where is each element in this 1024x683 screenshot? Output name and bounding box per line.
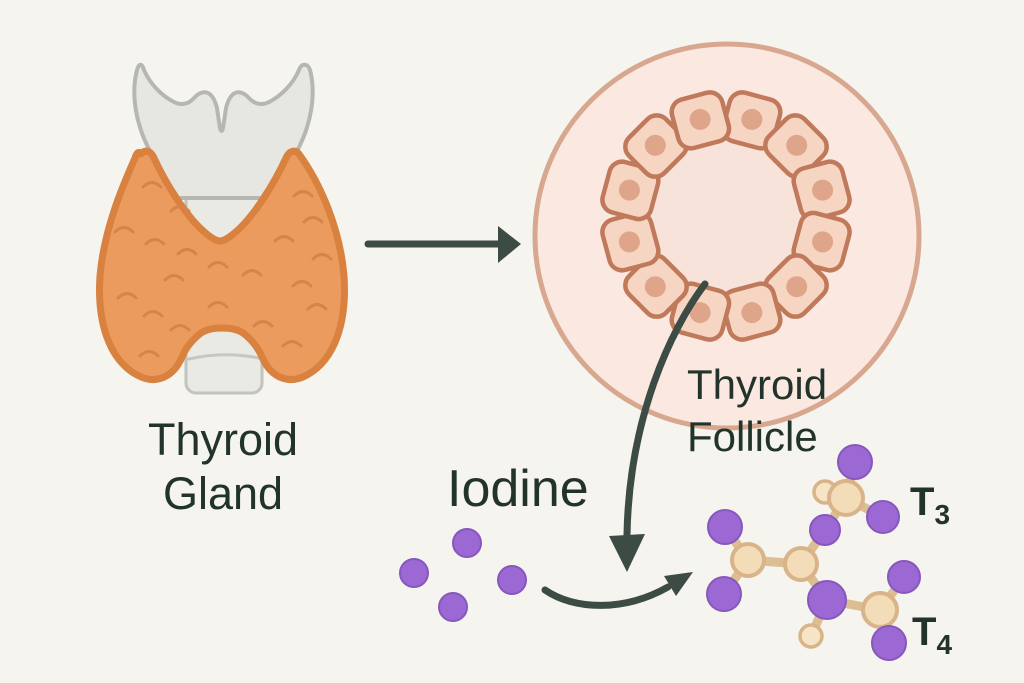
iodine-dot xyxy=(497,565,527,595)
arrow-iodine-to-molecule xyxy=(541,572,693,609)
thyroid-gland-illustration xyxy=(96,62,348,395)
thyroid-gland-shape xyxy=(96,147,348,383)
iodine-atom xyxy=(707,509,743,545)
thyroid-follicle-label-line2: Follicle xyxy=(687,413,818,460)
iodine-dot xyxy=(452,528,482,558)
backbone-atom xyxy=(783,546,819,582)
iodine-dot xyxy=(438,592,468,622)
thyroid-gland-label-line1: Thyroid xyxy=(147,414,299,465)
backbone-atom-small xyxy=(798,623,824,649)
thyroid-follicle-label-line1: Thyroid xyxy=(687,361,828,408)
thyroid-follicle-illustration xyxy=(532,41,922,431)
iodine-atom xyxy=(871,625,907,661)
follicle-lumen xyxy=(648,138,804,294)
iodine-atom xyxy=(837,444,873,480)
t3-label-subscript: 3 xyxy=(934,499,951,530)
iodine-atom xyxy=(887,560,921,594)
backbone-atom xyxy=(827,479,865,517)
tracheal-ring-line xyxy=(187,353,261,361)
iodine-atom xyxy=(706,576,742,612)
t4-label: T4 xyxy=(912,610,952,661)
backbone-atom xyxy=(730,542,766,578)
thyroid-hormone-molecule xyxy=(706,444,921,661)
iodine-atom xyxy=(807,580,847,620)
t3-label: T3 xyxy=(910,480,950,531)
backbone-atom xyxy=(861,591,899,629)
t3-label-base: T xyxy=(910,480,935,524)
iodine-atom xyxy=(809,514,841,546)
t4-label-subscript: 4 xyxy=(936,629,953,660)
gland-texture xyxy=(113,181,333,358)
thyroid-follicle-label: Thyroid Follicle xyxy=(687,359,827,463)
iodine-label: Iodine xyxy=(447,460,589,518)
thyroid-gland-label: Thyroid Gland xyxy=(88,413,358,521)
iodine-atom xyxy=(866,500,900,534)
follicle-cell xyxy=(669,89,732,151)
arrow-follicle-to-iodine-area xyxy=(609,280,709,572)
iodine-dots xyxy=(399,528,527,622)
iodine-dot xyxy=(399,558,429,588)
thyroid-gland-label-line2: Gland xyxy=(162,468,284,519)
t4-label-base: T xyxy=(912,610,937,654)
arrow-gland-to-follicle xyxy=(364,226,521,263)
